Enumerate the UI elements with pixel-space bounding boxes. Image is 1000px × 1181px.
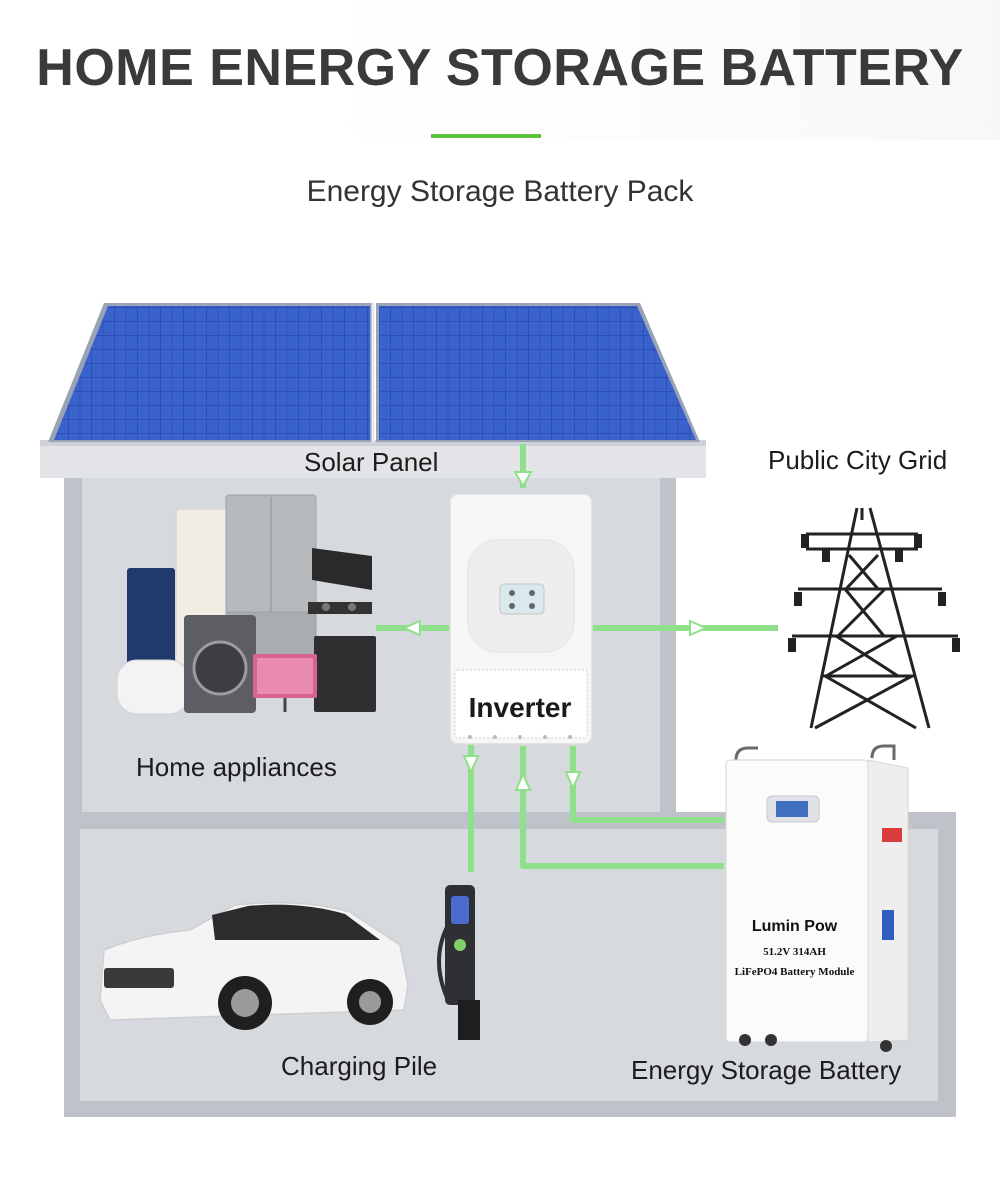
- car-grille: [104, 968, 174, 988]
- label-charging-pile: Charging Pile: [281, 1051, 438, 1081]
- battery-brand-text: Lumin Pow: [751, 918, 838, 935]
- page-subtitle: Energy Storage Battery Pack: [306, 175, 694, 208]
- inverter-unit: [449, 493, 593, 745]
- battery-model-text: LiFePO4 Battery Module: [734, 966, 855, 978]
- power-tower-illustration: [792, 507, 958, 730]
- home-appliances-illustration: [116, 494, 376, 715]
- inverter-display: [499, 583, 545, 615]
- label-home-appliances: Home appliances: [136, 752, 337, 782]
- label-public-city-grid: Public City Grid: [768, 445, 948, 475]
- battery-spec-text: 51.2V 314AH: [763, 946, 826, 958]
- water-heater: [116, 659, 190, 715]
- tower-insulators: [788, 534, 960, 652]
- battery-unit: [725, 744, 909, 1052]
- page-title: HOME ENERGY STORAGE BATTERY: [36, 39, 964, 97]
- battery-breaker: [882, 828, 902, 842]
- solar-panel-left: [54, 306, 370, 440]
- flow-arrows: [401, 471, 709, 791]
- label-inverter: Inverter: [468, 692, 572, 723]
- charging-pile-illustration: [437, 885, 480, 1040]
- roof-eave: [40, 440, 706, 478]
- range-hood: [312, 548, 372, 590]
- label-energy-storage-battery: Energy Storage Battery: [631, 1055, 902, 1085]
- car-windows: [212, 904, 380, 940]
- header-background: [190, 0, 1000, 140]
- solar-panel-right: [379, 306, 696, 440]
- flow-inverter-to-battery: [570, 746, 724, 823]
- dishwasher: [314, 636, 376, 712]
- solar-panels: [48, 303, 700, 442]
- label-solar-panel: Solar Panel: [304, 447, 439, 477]
- gas-stove: [308, 602, 372, 614]
- title-underline: [431, 134, 541, 138]
- car-illustration: [99, 901, 409, 1030]
- battery-side: [867, 759, 909, 1043]
